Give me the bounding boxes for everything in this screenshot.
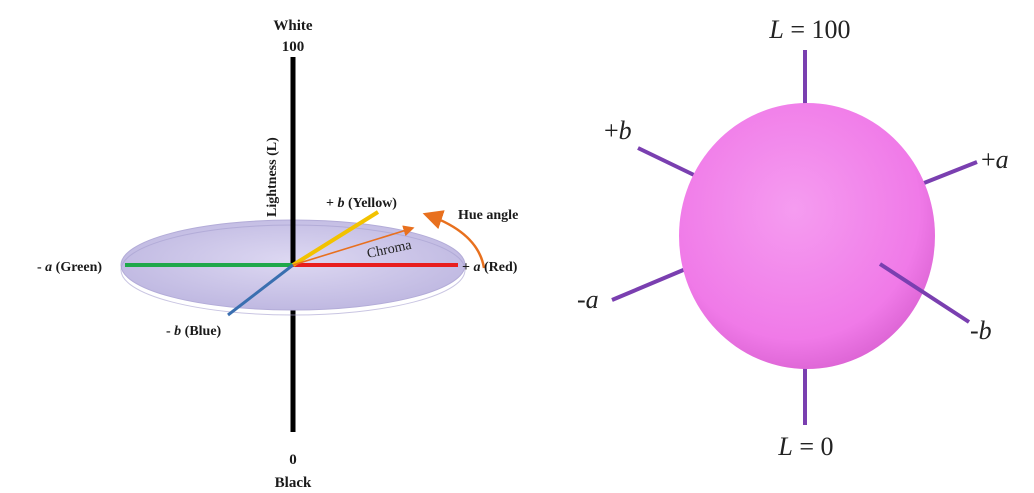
hue-angle-arrow bbox=[422, 210, 486, 269]
lightness-min-value: 0 bbox=[289, 452, 297, 468]
chroma-arrow bbox=[292, 225, 415, 266]
positive-b-sphere-label: +b bbox=[604, 116, 632, 145]
blue-b-axis bbox=[227, 263, 294, 317]
lightness-axis-label: Lightness (L) bbox=[265, 137, 280, 217]
negative-b-sphere-label: -b bbox=[970, 316, 992, 345]
lightness-max-value: 100 bbox=[282, 39, 305, 55]
positive-a-label: + a (Red) bbox=[462, 260, 518, 275]
positive-b-spoke bbox=[637, 146, 695, 177]
lab-sphere-diagram: L = 100 L = 0 +b +a -a -b bbox=[577, 15, 1009, 461]
negative-b-label: - b (Blue) bbox=[166, 324, 222, 339]
l0-label: L = 0 bbox=[777, 432, 833, 461]
positive-a-sphere-label: +a bbox=[981, 145, 1009, 174]
lab-sphere bbox=[679, 103, 935, 369]
positive-b-label: + b (Yellow) bbox=[326, 196, 397, 211]
l100-label: L = 100 bbox=[768, 15, 850, 44]
white-label: White bbox=[273, 18, 313, 34]
hue-angle-label: Hue angle bbox=[458, 208, 518, 223]
positive-a-spoke bbox=[923, 160, 978, 185]
negative-b-spoke bbox=[878, 262, 971, 324]
black-label: Black bbox=[275, 475, 312, 491]
negative-a-sphere-label: -a bbox=[577, 285, 599, 314]
cielab-color-space-diagram: White 100 Lightness (L) + b (Yellow) Hue… bbox=[37, 18, 518, 491]
negative-a-spoke bbox=[611, 266, 689, 302]
negative-a-label: - a (Green) bbox=[37, 260, 102, 275]
yellow-b-axis bbox=[291, 210, 380, 267]
